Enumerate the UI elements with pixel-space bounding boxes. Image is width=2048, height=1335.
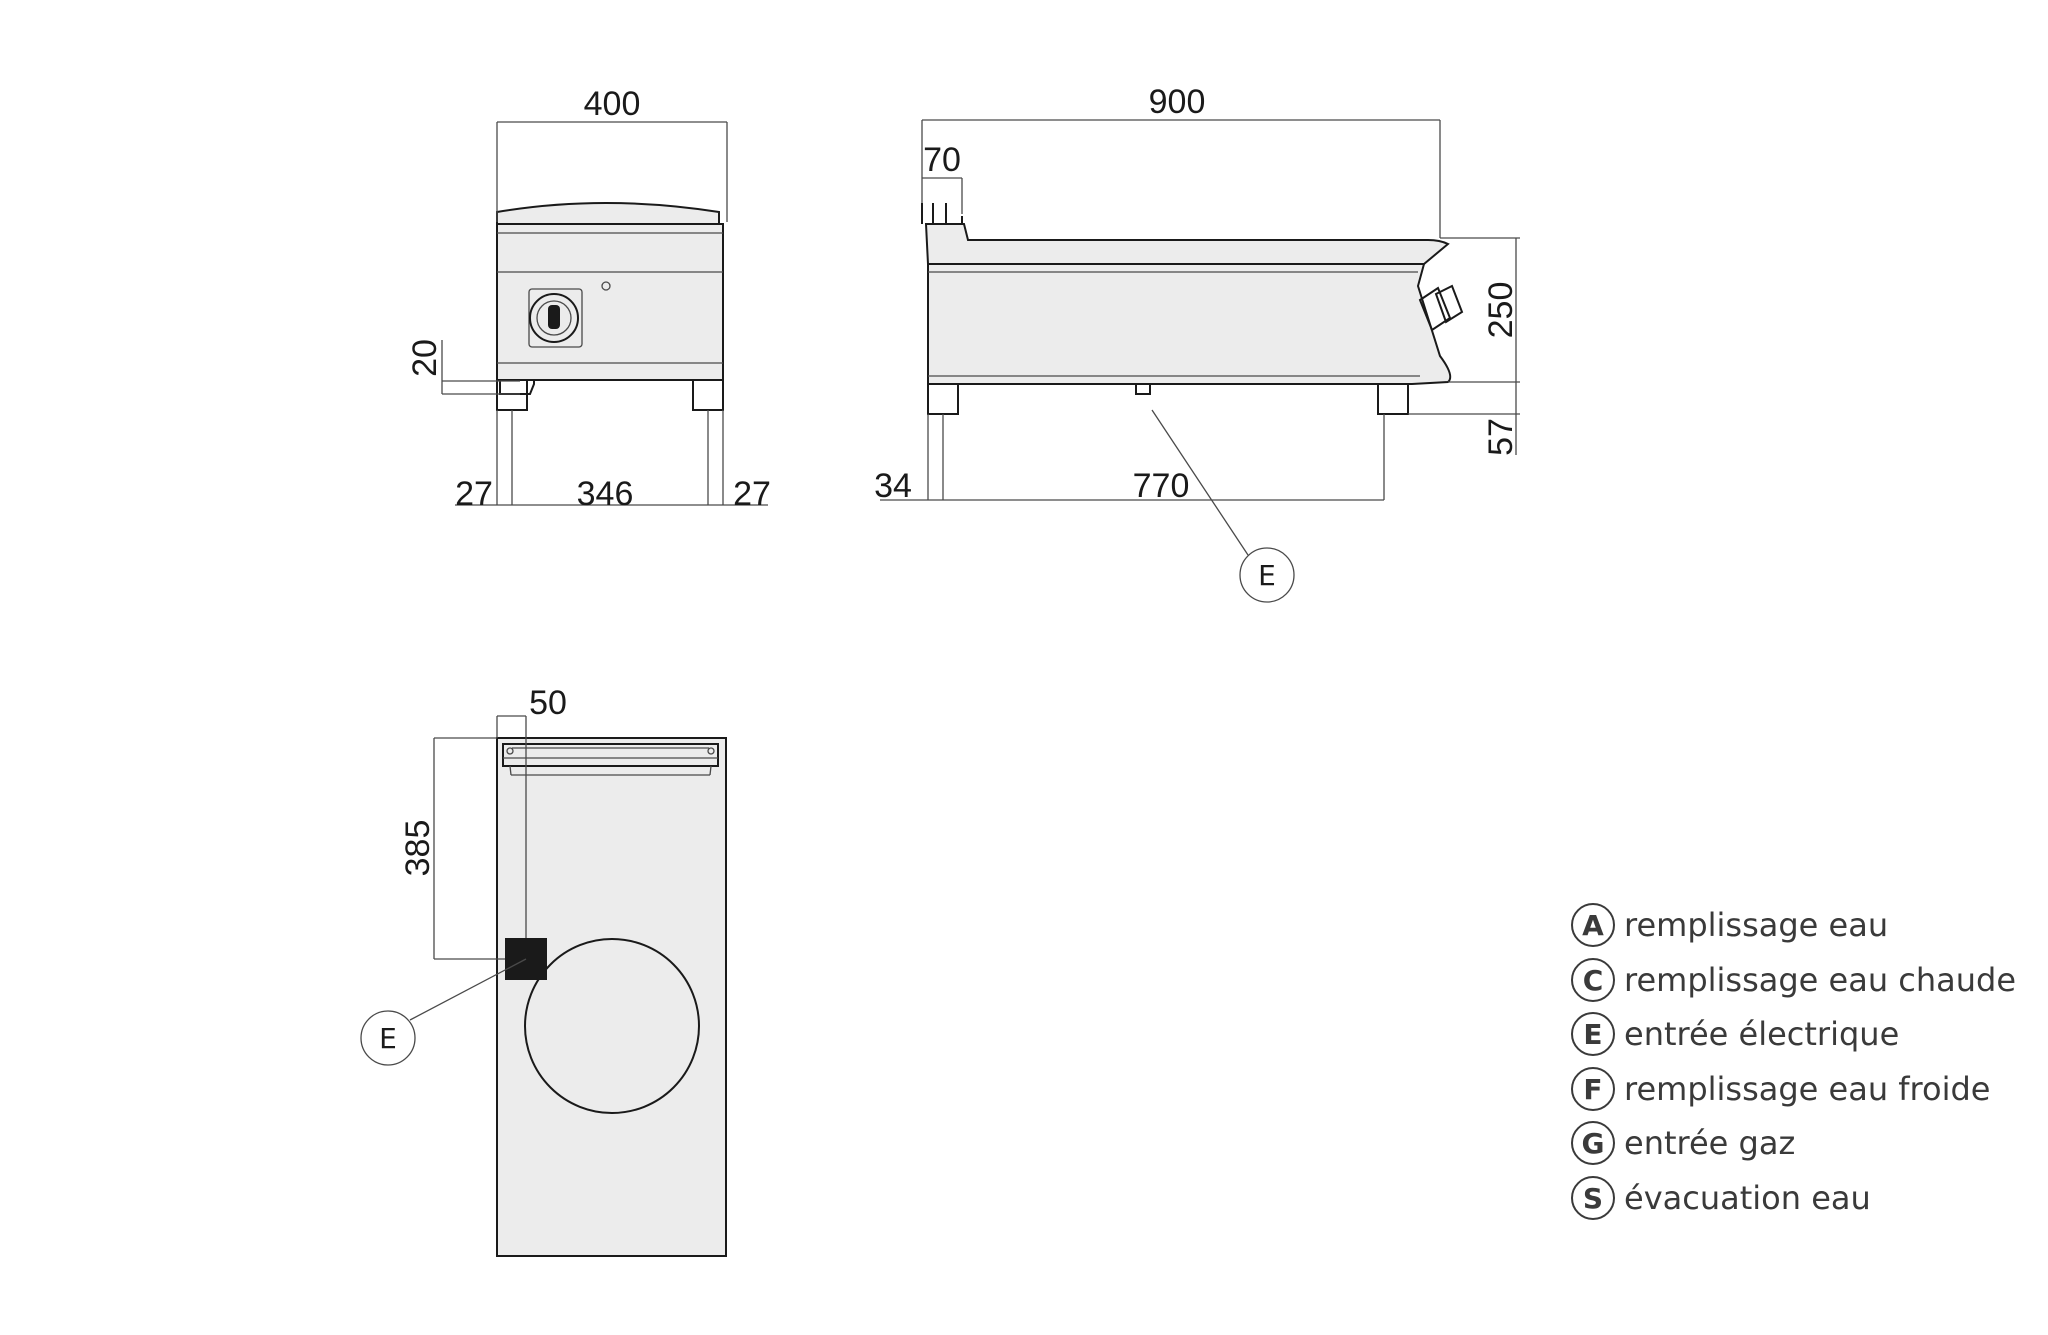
side-leg-height-dimension: 57 xyxy=(1482,418,1520,456)
legend-marker xyxy=(1571,903,1615,947)
top-connection-x-dimension: 50 xyxy=(529,684,567,722)
legend-marker xyxy=(1571,1067,1615,1111)
hob-plate xyxy=(524,938,700,1114)
top-connection-callout xyxy=(360,1010,416,1066)
side-height-dimension: 250 xyxy=(1482,282,1520,339)
legend: A remplissage eau C remplissage eau chau… xyxy=(1571,903,2016,1220)
legend-marker xyxy=(1571,1012,1615,1056)
side-connection-callout-label: E xyxy=(1258,559,1276,592)
legend-letter: S xyxy=(1583,1182,1603,1215)
legend-marker xyxy=(1571,1176,1615,1220)
legend-item: A remplissage eau xyxy=(1571,903,1888,947)
legend-marker xyxy=(1571,1121,1615,1165)
side-knob-icon xyxy=(1418,284,1464,332)
front-foot-dimension: 20 xyxy=(406,339,444,377)
front-left-margin-dimension: 27 xyxy=(455,475,493,513)
legend-item: G entrée gaz xyxy=(1571,1121,1795,1165)
side-depth-dimension: 900 xyxy=(1149,83,1206,121)
legend-item: S évacuation eau xyxy=(1571,1176,1871,1220)
legend-letter: A xyxy=(1582,909,1604,942)
legend-marker xyxy=(1571,958,1615,1002)
legend-text: entrée électrique xyxy=(1624,1015,1899,1053)
legend-item: F remplissage eau froide xyxy=(1571,1067,1990,1111)
legend-letter: F xyxy=(1583,1073,1602,1106)
front-width-dimension: 400 xyxy=(584,85,641,123)
legend-letter: E xyxy=(1583,1018,1602,1051)
side-leg-span-dimension: 770 xyxy=(1133,467,1190,505)
legend-letter: G xyxy=(1582,1127,1605,1160)
side-connection-callout xyxy=(1239,547,1295,603)
legend-item: E entrée électrique xyxy=(1571,1012,1899,1056)
legend-text: évacuation eau xyxy=(1624,1179,1871,1217)
top-connection-y-dimension: 385 xyxy=(399,820,437,877)
front-view: 400 20 27 346 27 xyxy=(406,85,771,513)
legend-text: remplissage eau xyxy=(1624,906,1888,944)
legend-text: remplissage eau chaude xyxy=(1624,961,2016,999)
legend-text: remplissage eau froide xyxy=(1624,1070,1990,1108)
side-view: 900 70 250 57 34 770 E xyxy=(874,83,1520,603)
front-right-margin-dimension: 27 xyxy=(733,475,771,513)
front-leg-span-dimension: 346 xyxy=(577,475,634,513)
side-backsplash-dimension: 70 xyxy=(923,141,961,179)
top-connection-callout-label: E xyxy=(379,1022,397,1055)
legend-text: entrée gaz xyxy=(1624,1124,1795,1162)
legend-item: C remplissage eau chaude xyxy=(1571,958,2016,1002)
top-view: 50 385 E xyxy=(360,684,727,1257)
control-knob-icon xyxy=(528,288,583,348)
side-rear-offset-dimension: 34 xyxy=(874,467,912,505)
legend-letter: C xyxy=(1583,964,1604,997)
